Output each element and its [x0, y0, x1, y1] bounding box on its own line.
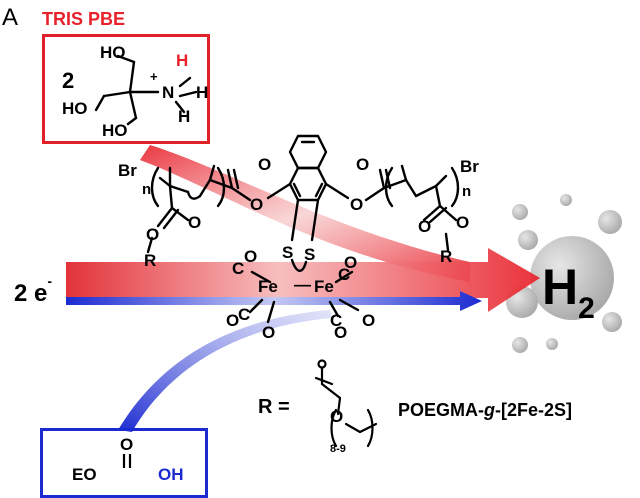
blue-curve-arrow: [118, 310, 332, 432]
co-bottom-left-o: O: [226, 311, 240, 330]
hydrogen-subscript: 2: [578, 292, 595, 325]
ester-o-left: O: [250, 195, 264, 214]
bubble-large: [530, 236, 614, 320]
bubble: [512, 337, 528, 353]
figure-panel: A TRIS PBE 2 HO HO HO N + H H H Br Br n …: [2, 4, 622, 498]
tris-h-red: H: [176, 51, 189, 70]
r-group-ether-o: O: [330, 407, 344, 426]
tris-pbe-title: TRIS PBE: [42, 9, 126, 29]
r-group-left: R: [144, 251, 157, 270]
r-group-structure: [314, 359, 378, 448]
hydrogen-product: H2: [542, 259, 595, 324]
carbonyl-o-left: O: [258, 155, 272, 174]
polymer-name-italic: g: [484, 400, 496, 420]
carbonyl-o-right: O: [356, 155, 370, 174]
co-bottom-left-c: C: [238, 305, 251, 324]
electrons-text: 2 e: [14, 280, 48, 307]
polymer-backbone: [146, 134, 460, 324]
polymer-name: POEGMA-g-[2Fe-2S]: [398, 400, 572, 421]
electrons-label: 2 e-: [14, 274, 52, 307]
tris-coefficient: 2: [62, 68, 75, 93]
hydrogen-symbol: H: [542, 259, 579, 315]
blue-box-partial-left: EO: [72, 465, 97, 484]
r-group-right: R: [440, 247, 453, 266]
tris-structure: [94, 54, 198, 126]
ester-o-chain-right: O: [418, 217, 432, 236]
bromine-right: Br: [460, 157, 479, 176]
co-bottom-right-c: C: [330, 311, 343, 330]
co-left-o: O: [244, 247, 258, 266]
bubble: [512, 204, 528, 220]
iron-left: Fe: [258, 277, 278, 296]
polymer-name-suffix: -[2Fe-2S]: [495, 400, 573, 420]
bubble: [598, 210, 622, 234]
sulfur-left: S: [282, 243, 294, 262]
ester-o-right: O: [350, 195, 364, 214]
polymer-name-prefix: POEGMA-: [398, 400, 485, 420]
tris-oh-top: HO: [100, 43, 126, 62]
tris-nitrogen: N: [162, 83, 175, 102]
panel-letter: A: [2, 4, 19, 31]
blue-box-partial-right: OH: [158, 465, 184, 484]
co-bottom-mid-o: O: [262, 323, 276, 342]
tris-oh-left: HO: [62, 99, 88, 118]
diagram-artwork: [66, 54, 622, 448]
bubble: [560, 194, 572, 206]
co-left-c: C: [232, 259, 245, 278]
iron-bond: —: [294, 275, 311, 294]
co-right-c: C: [338, 265, 351, 284]
tris-h-bottom: H: [178, 107, 191, 126]
sulfur-right: S: [304, 245, 316, 264]
bubble: [546, 338, 558, 350]
tris-charge: +: [150, 69, 158, 84]
iron-right: Fe: [314, 277, 334, 296]
naphthalene-ring-bottom: [288, 166, 328, 202]
blue-box-o: O: [120, 435, 134, 454]
tris-pbe-box: [42, 34, 210, 144]
tris-oh-bottom: HO: [102, 121, 128, 140]
bubble: [602, 312, 622, 332]
repeat-n-left: n: [142, 181, 152, 198]
red-electron-arrow: [66, 248, 540, 312]
co-far-right-o: O: [362, 311, 376, 330]
co-bottom-right-o: O: [334, 323, 348, 342]
bubble: [518, 230, 538, 250]
r-definition-label: R =: [258, 396, 290, 418]
electrons-charge: -: [47, 273, 53, 289]
carbonyl-o-chain-left: O: [188, 213, 202, 232]
r-group-repeat: 8-9: [330, 443, 346, 455]
tris-h-right: H: [196, 83, 209, 102]
co-right-o: O: [344, 253, 358, 272]
carbonyl-o-chain-right: O: [456, 213, 470, 232]
repeat-n-right: n: [462, 183, 472, 200]
ester-o-chain-left: O: [146, 225, 160, 244]
bromine-left: Br: [118, 161, 137, 180]
